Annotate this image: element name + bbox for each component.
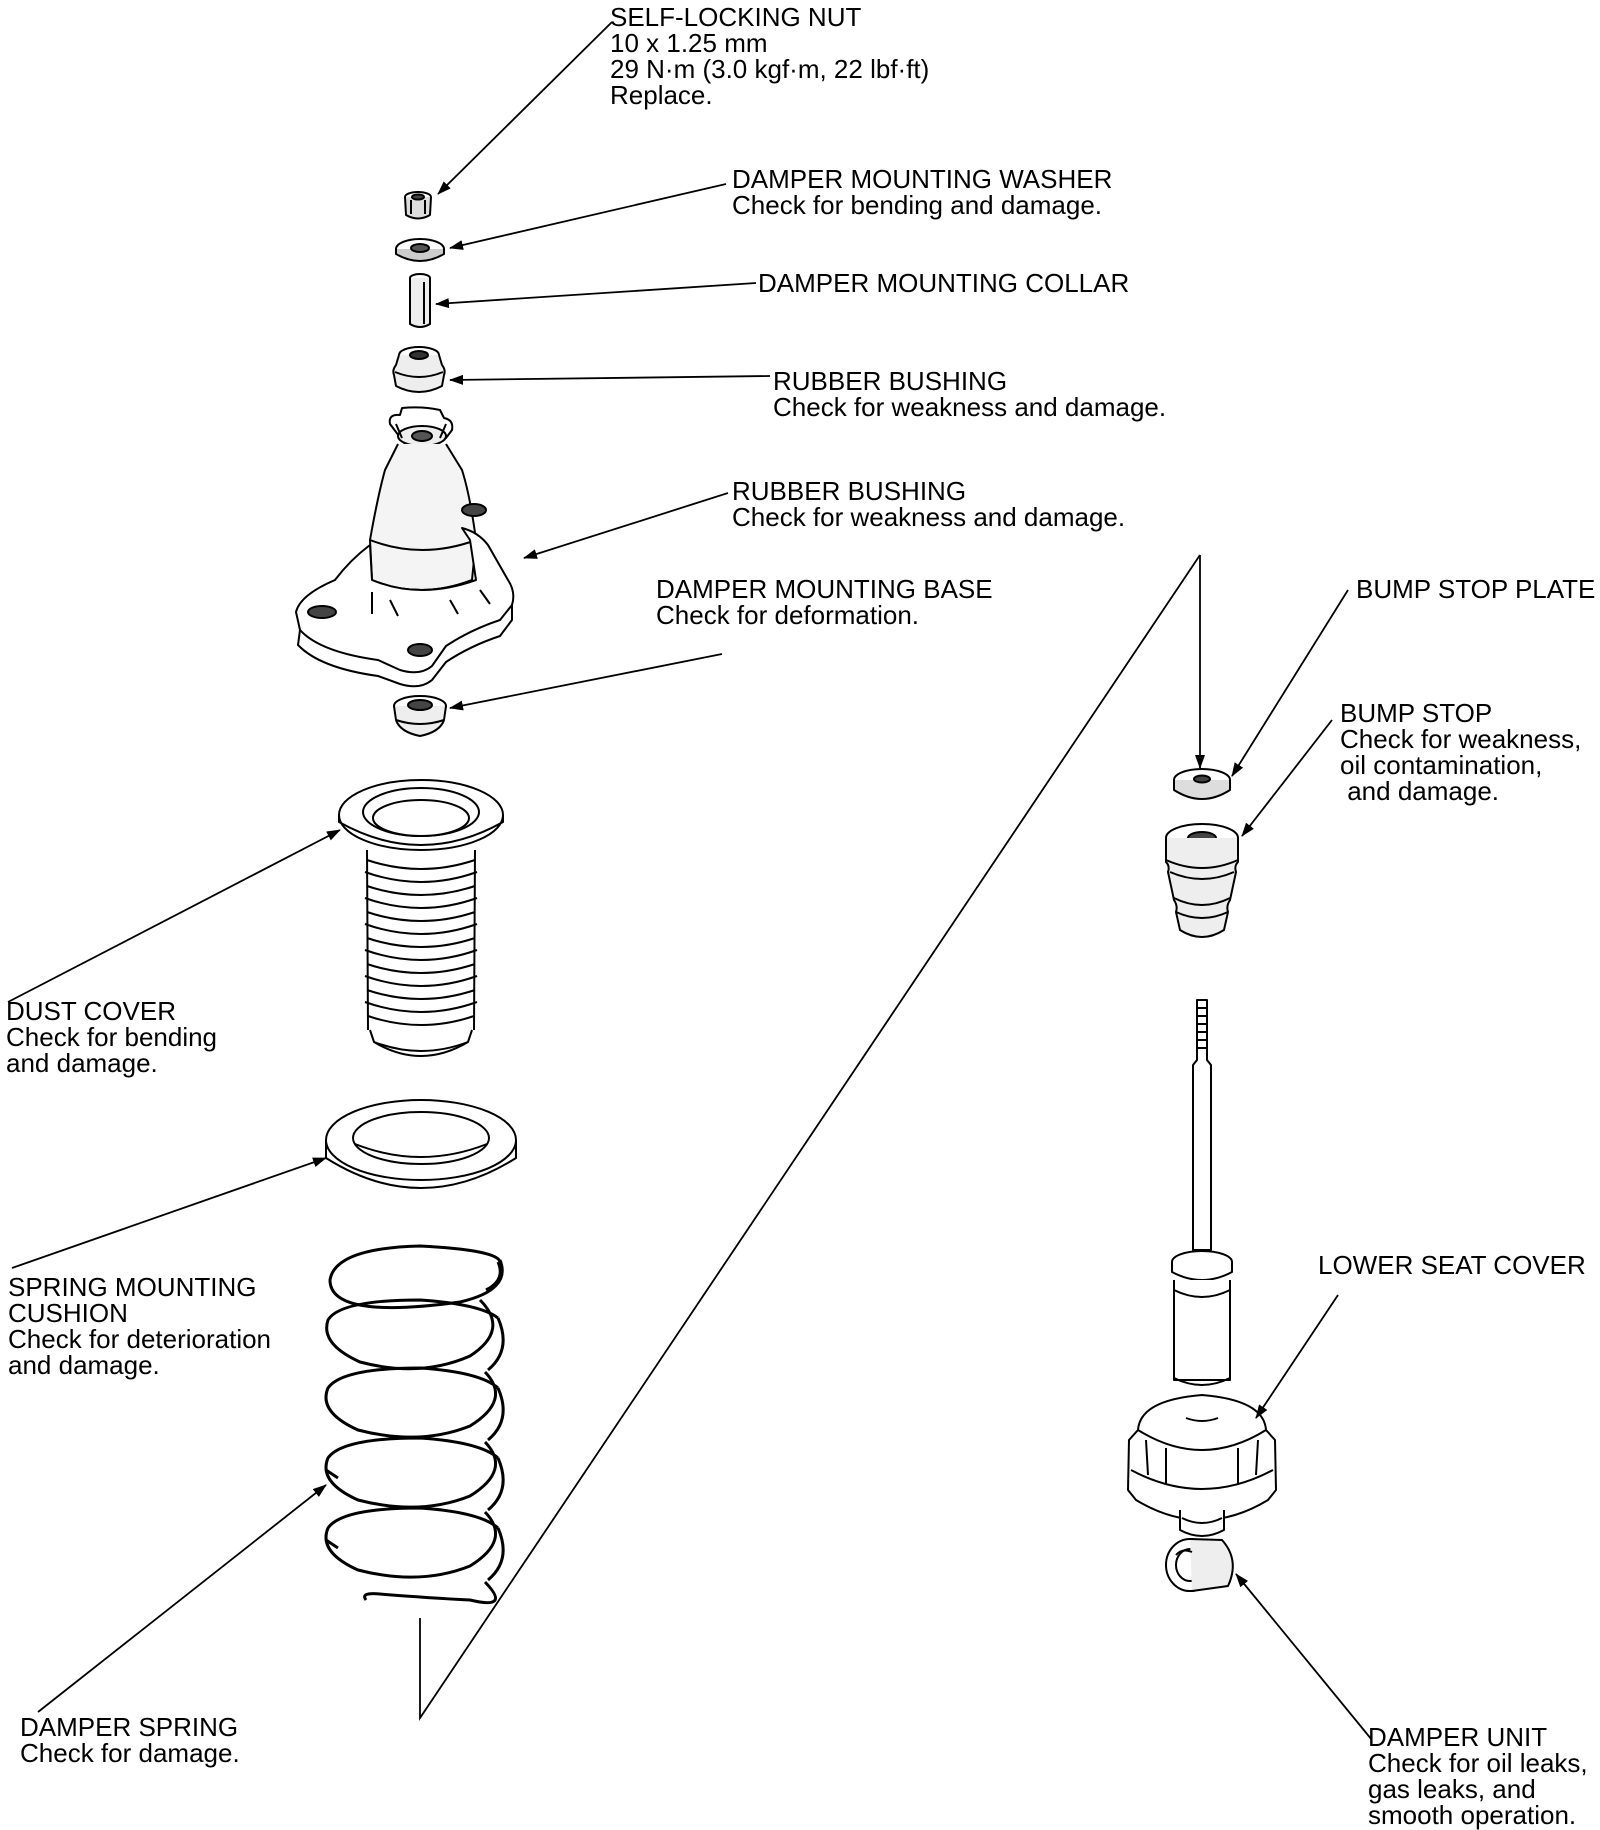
- label-line: 29 N·m (3.0 kgf·m, 22 lbf·ft): [610, 54, 930, 84]
- label-line: Check for oil leaks,: [1368, 1748, 1588, 1778]
- label-line: Check for weakness,: [1340, 724, 1582, 754]
- self-locking-nut-part: [404, 191, 432, 220]
- label-self-locking-nut: SELF-LOCKING NUT 10 x 1.25 mm 29 N·m (3.…: [610, 4, 929, 108]
- bump-stop-plate-part: [1173, 768, 1231, 800]
- label-line: and damage.: [8, 1350, 160, 1380]
- label-damper-mounting-base: DAMPER MOUNTING BASE Check for deformati…: [656, 576, 993, 628]
- leader-damper-unit: [1235, 1573, 1373, 1741]
- damper-unit-part: [1127, 999, 1277, 1592]
- leader-self-locking-nut: [437, 21, 613, 195]
- label-line: Check for weakness and damage.: [732, 502, 1126, 532]
- label-title: SPRING MOUNTING: [8, 1272, 257, 1302]
- rubber-bushing-lower-part: [393, 695, 447, 737]
- label-line: Check for deformation.: [656, 600, 920, 630]
- leader-bump-stop: [1241, 719, 1333, 837]
- leader-damper-spring-to-bump-stop: [419, 554, 1201, 1721]
- leader-rubber-bushing-lower: [523, 492, 729, 559]
- label-line: Check for bending and damage.: [732, 190, 1103, 220]
- rubber-bushing-upper-part: [392, 346, 446, 393]
- label-title: RUBBER BUSHING: [732, 476, 967, 506]
- damper-mounting-base-part: [295, 406, 515, 688]
- label-line: Replace.: [610, 80, 713, 110]
- label-damper-spring: DAMPER SPRING Check for damage.: [20, 1714, 240, 1766]
- label-damper-mounting-washer: DAMPER MOUNTING WASHER Check for bending…: [732, 166, 1112, 218]
- label-line: gas leaks, and: [1368, 1774, 1536, 1804]
- leader-damper-mounting-base: [449, 653, 723, 711]
- damper-mounting-collar-part: [409, 273, 431, 328]
- label-line: and damage.: [6, 1048, 158, 1078]
- leader-damper-mounting-washer: [449, 183, 727, 250]
- label-title: DAMPER MOUNTING COLLAR: [758, 268, 1130, 298]
- label-line: Check for damage.: [20, 1738, 240, 1768]
- label-title: BUMP STOP: [1340, 698, 1493, 728]
- leader-damper-spring: [37, 1484, 327, 1713]
- label-line: Check for bending: [6, 1022, 218, 1052]
- label-line: Check for deterioration: [8, 1324, 272, 1354]
- label-title: DAMPER SPRING: [20, 1712, 239, 1742]
- spring-mounting-cushion-part: [325, 1099, 517, 1189]
- label-lower-seat-cover: LOWER SEAT COVER: [1318, 1252, 1586, 1278]
- leader-lines: [7, 21, 1373, 1741]
- label-rubber-bushing-lower: RUBBER BUSHING Check for weakness and da…: [732, 478, 1125, 530]
- label-line: oil contamination,: [1340, 750, 1543, 780]
- leader-bump-stop-plate: [1231, 589, 1349, 777]
- label-title: DAMPER MOUNTING BASE: [656, 574, 993, 604]
- leader-spring-mounting-cushion: [11, 1157, 327, 1269]
- label-rubber-bushing-upper: RUBBER BUSHING Check for weakness and da…: [773, 368, 1166, 420]
- dust-cover-part: [338, 779, 504, 1057]
- label-damper-mounting-collar: DAMPER MOUNTING COLLAR: [758, 270, 1129, 296]
- label-dust-cover: DUST COVER Check for bending and damage.: [6, 998, 217, 1076]
- damper-spring-part: [324, 1244, 505, 1605]
- label-title: SELF-LOCKING NUT: [610, 2, 862, 32]
- label-line: CUSHION: [8, 1298, 128, 1328]
- bump-stop-part: [1165, 823, 1239, 938]
- leader-dust-cover: [7, 829, 341, 1003]
- label-line: and damage.: [1340, 776, 1500, 806]
- damper-mounting-washer-part: [395, 238, 445, 262]
- leader-damper-mounting-collar: [435, 282, 757, 309]
- label-line: 10 x 1.25 mm: [610, 28, 768, 58]
- label-title: LOWER SEAT COVER: [1318, 1250, 1586, 1280]
- label-line: Check for weakness and damage.: [773, 392, 1167, 422]
- label-title: BUMP STOP PLATE: [1356, 574, 1596, 604]
- label-title: DAMPER MOUNTING WASHER: [732, 164, 1113, 194]
- label-line: smooth operation.: [1368, 1800, 1577, 1830]
- label-bump-stop-plate: BUMP STOP PLATE: [1356, 576, 1595, 602]
- label-bump-stop: BUMP STOP Check for weakness, oil contam…: [1340, 700, 1581, 804]
- label-damper-unit: DAMPER UNIT Check for oil leaks, gas lea…: [1368, 1724, 1588, 1828]
- label-title: DUST COVER: [6, 996, 176, 1026]
- label-spring-mounting-cushion: SPRING MOUNTING CUSHION Check for deteri…: [8, 1274, 271, 1378]
- leader-lower-seat-cover: [1255, 1294, 1339, 1419]
- label-title: RUBBER BUSHING: [773, 366, 1008, 396]
- label-title: DAMPER UNIT: [1368, 1722, 1548, 1752]
- leader-rubber-bushing-upper: [449, 374, 771, 385]
